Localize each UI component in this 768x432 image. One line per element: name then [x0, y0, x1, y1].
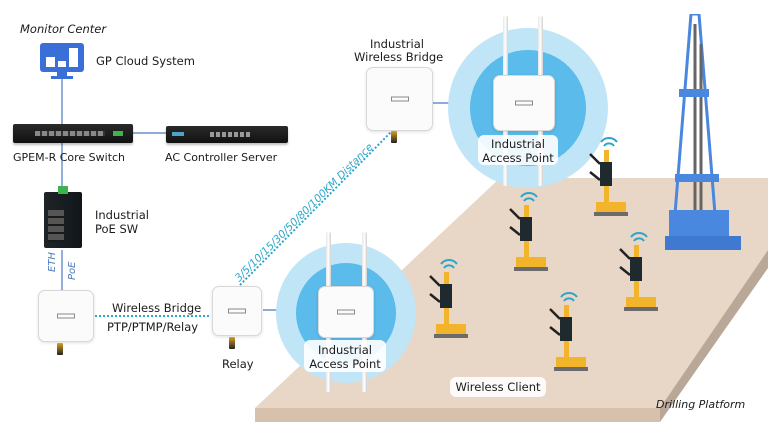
switch-ports — [35, 131, 105, 136]
rig-client — [588, 136, 630, 218]
industrial-bridge-label-line1: Industrial — [370, 37, 424, 51]
wireless-client-label: Wireless Client — [450, 377, 546, 397]
rig-client — [548, 291, 590, 373]
controller-ports — [210, 132, 250, 137]
ap-bottom-line2: Access Point — [309, 357, 381, 371]
antenna-connector — [391, 131, 397, 143]
relay-label: Relay — [222, 357, 254, 371]
brand-logo — [515, 100, 533, 106]
bridge-device-left[interactable] — [38, 290, 94, 342]
controller-display — [172, 132, 184, 136]
industrial-bridge-device[interactable] — [366, 67, 433, 131]
core-switch-device[interactable] — [13, 124, 133, 143]
access-point-bottom-device[interactable] — [318, 286, 374, 338]
poe-switch-label-line1: Industrial — [95, 208, 149, 222]
core-switch-label: GPEM-R Core Switch — [13, 151, 126, 164]
rig-client — [508, 191, 550, 273]
ap-top-line2: Access Point — [482, 151, 554, 165]
relay-device[interactable] — [212, 286, 262, 336]
antenna-connector — [229, 337, 235, 349]
monitor-dashboard-icon — [40, 43, 84, 79]
power-terminal — [58, 186, 68, 194]
switch-sfp-ports — [113, 131, 123, 136]
industrial-bridge-label-line2: Wireless Bridge — [354, 50, 444, 64]
monitor-center-title: Monitor Center — [20, 22, 107, 36]
cloud-system-label: GP Cloud System — [96, 54, 195, 68]
drilling-platform-label: Drilling Platform — [656, 398, 746, 411]
access-point-bottom-label: Industrial Access Point — [304, 340, 386, 372]
brand-logo — [57, 313, 75, 319]
oil-derrick-icon — [665, 14, 741, 250]
ac-controller-device[interactable] — [166, 126, 288, 143]
antenna-connector — [57, 343, 63, 355]
rig-client — [618, 231, 660, 313]
access-point-top-label: Industrial Access Point — [478, 135, 558, 165]
wireless-bridge-line2: PTP/PTMP/Relay — [107, 320, 199, 334]
access-point-top-device[interactable] — [493, 75, 555, 131]
brand-logo — [337, 309, 355, 315]
ap-bottom-line1: Industrial — [318, 343, 372, 357]
poe-switch-device[interactable] — [44, 186, 82, 248]
brand-logo — [390, 96, 409, 102]
poe-switch-label-line2: PoE SW — [95, 222, 139, 236]
brand-logo — [228, 308, 246, 314]
rig-client — [428, 258, 470, 340]
ap-top-line1: Industrial — [491, 137, 545, 151]
poe-ports — [48, 210, 64, 242]
ac-controller-label: AC Controller Server — [165, 151, 278, 164]
wireless-bridge-line1: Wireless Bridge — [112, 301, 202, 315]
